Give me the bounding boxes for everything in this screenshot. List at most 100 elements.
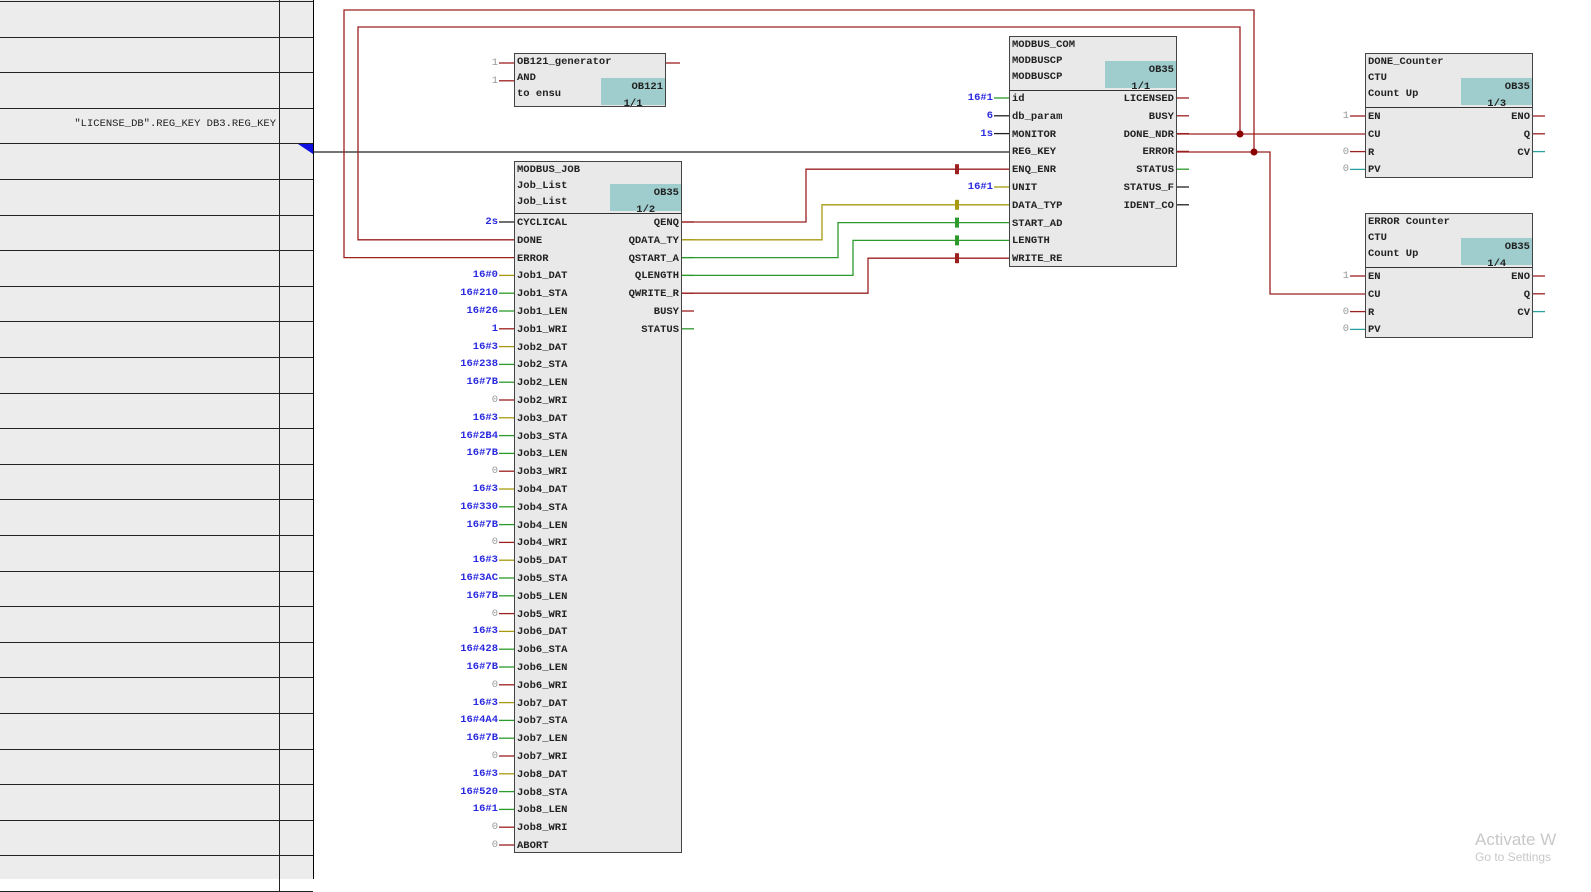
- input-value[interactable]: 16#3: [472, 696, 498, 709]
- input-value[interactable]: 16#520: [460, 785, 498, 798]
- input-pin-db_param[interactable]: db_param: [1012, 110, 1063, 123]
- input-value[interactable]: 16#238: [460, 358, 498, 371]
- input-pin-job1_len[interactable]: Job1_LEN: [517, 306, 568, 318]
- address-cell[interactable]: [0, 500, 280, 535]
- output-pin-busy[interactable]: BUSY: [1148, 110, 1174, 123]
- input-value[interactable]: 16#210: [460, 287, 498, 300]
- input-pin-job3_dat[interactable]: Job3_DAT: [517, 412, 568, 425]
- address-row[interactable]: [0, 286, 313, 323]
- address-cell[interactable]: [0, 606, 280, 642]
- input-value[interactable]: 16#330: [460, 500, 498, 513]
- input-pin-job3_sta[interactable]: Job3_STA: [517, 430, 568, 443]
- input-value[interactable]: 0: [491, 394, 498, 406]
- input-value[interactable]: 1: [1342, 270, 1349, 282]
- input-value[interactable]: 16#7B: [466, 376, 498, 389]
- address-row[interactable]: "LICENSE_DB".REG_KEY DB3.REG_KEY: [0, 108, 313, 145]
- input-pin-en[interactable]: EN: [1368, 271, 1381, 283]
- address-row[interactable]: [0, 250, 313, 287]
- address-row[interactable]: [0, 571, 313, 608]
- input-pin-job6_len[interactable]: Job6_LEN: [517, 662, 568, 674]
- input-pin-job2_len[interactable]: Job2_LEN: [517, 377, 568, 390]
- input-value[interactable]: 0: [491, 678, 498, 691]
- input-pin-monitor[interactable]: MONITOR: [1012, 128, 1057, 141]
- address-cell[interactable]: [0, 642, 280, 678]
- input-value[interactable]: 0: [491, 465, 498, 478]
- output-pin-cv[interactable]: CV: [1517, 146, 1530, 159]
- input-pin-job4_dat[interactable]: Job4_DAT: [517, 484, 568, 496]
- input-value[interactable]: 0: [491, 821, 498, 834]
- job-to-com-wire[interactable]: [681, 257, 1009, 294]
- input-value[interactable]: 0: [491, 839, 498, 851]
- address-cell[interactable]: [0, 0, 280, 1]
- input-pin-job7_wri[interactable]: Job7_WRI: [517, 751, 568, 763]
- error-to-counter-wire[interactable]: [1176, 151, 1365, 295]
- address-row[interactable]: [0, 642, 313, 679]
- input-pin-job3_len[interactable]: Job3_LEN: [517, 448, 568, 461]
- address-cell[interactable]: [0, 322, 280, 357]
- address-cell[interactable]: [0, 713, 280, 749]
- input-pin-done[interactable]: DONE: [517, 234, 543, 247]
- address-row[interactable]: [0, 784, 313, 821]
- address-cell[interactable]: "LICENSE_DB".REG_KEY DB3.REG_KEY: [0, 108, 280, 144]
- input-pin-cu[interactable]: CU: [1368, 128, 1381, 141]
- address-cell[interactable]: [0, 72, 280, 108]
- output-pin-q[interactable]: Q: [1523, 288, 1530, 301]
- input-value[interactable]: 0: [1342, 163, 1349, 176]
- input-pin-r[interactable]: R: [1368, 146, 1375, 159]
- input-pin-pv[interactable]: PV: [1368, 324, 1381, 337]
- input-value[interactable]: 0: [1342, 145, 1349, 158]
- input-value[interactable]: 16#7B: [466, 661, 498, 673]
- address-cell[interactable]: [0, 215, 280, 251]
- address-cell[interactable]: [0, 250, 280, 286]
- output-pin-eno[interactable]: ENO: [1511, 271, 1530, 283]
- address-cell[interactable]: [0, 678, 280, 713]
- address-row[interactable]: [0, 72, 313, 109]
- input-value[interactable]: 16#2B4: [460, 429, 498, 442]
- input-pin-job1_wri[interactable]: Job1_WRI: [517, 323, 568, 336]
- input-value[interactable]: 16#7B: [466, 518, 498, 531]
- address-cell[interactable]: [0, 784, 280, 820]
- input-pin-job6_wri[interactable]: Job6_WRI: [517, 679, 568, 692]
- input-value[interactable]: 0: [491, 536, 498, 549]
- input-pin-job7_dat[interactable]: Job7_DAT: [517, 697, 568, 710]
- input-value[interactable]: 16#3: [472, 554, 498, 567]
- input-pin-job8_dat[interactable]: Job8_DAT: [517, 768, 568, 781]
- input-value[interactable]: 16#3AC: [460, 572, 498, 584]
- input-value[interactable]: 1: [491, 322, 498, 335]
- input-pin-job4_sta[interactable]: Job4_STA: [517, 501, 568, 514]
- input-pin-cu[interactable]: CU: [1368, 288, 1381, 301]
- address-row[interactable]: [0, 749, 313, 786]
- output-pin-qdata_ty[interactable]: QDATA_TY: [628, 234, 679, 247]
- input-value[interactable]: 16#7B: [466, 732, 498, 745]
- input-value[interactable]: 16#3: [472, 625, 498, 638]
- job-to-com-wire[interactable]: [681, 168, 1009, 223]
- address-row[interactable]: [0, 428, 313, 465]
- input-pin-job6_sta[interactable]: Job6_STA: [517, 644, 568, 657]
- input-value[interactable]: 16#1: [472, 803, 498, 816]
- address-row[interactable]: [0, 535, 313, 572]
- output-pin-qenq[interactable]: QENQ: [653, 217, 679, 229]
- input-pin-job6_dat[interactable]: Job6_DAT: [517, 626, 568, 639]
- input-value[interactable]: 16#7B: [466, 447, 498, 460]
- address-row[interactable]: [0, 179, 313, 216]
- address-row[interactable]: [0, 500, 313, 536]
- output-pin-qwrite_r[interactable]: QWRITE_R: [628, 288, 679, 301]
- job-to-com-wire[interactable]: [681, 204, 1009, 241]
- input-value[interactable]: 16#3: [472, 483, 498, 495]
- job-to-com-wire[interactable]: [681, 221, 1009, 259]
- output-pin-qlength[interactable]: QLENGTH: [634, 270, 679, 283]
- input-pin-job1_sta[interactable]: Job1_STA: [517, 288, 568, 301]
- input-pin-cyclical[interactable]: CYCLICAL: [517, 217, 568, 229]
- address-cell[interactable]: [0, 144, 280, 179]
- input-value[interactable]: 16#1: [967, 92, 993, 104]
- output-pin-status[interactable]: STATUS: [1136, 164, 1174, 177]
- address-cell[interactable]: [0, 1, 280, 37]
- input-pin-en[interactable]: EN: [1368, 111, 1381, 123]
- input-pin-r[interactable]: R: [1368, 306, 1375, 319]
- output-pin-ident_co[interactable]: IDENT_CO: [1123, 199, 1174, 212]
- output-pin-done_ndr[interactable]: DONE_NDR: [1123, 128, 1174, 141]
